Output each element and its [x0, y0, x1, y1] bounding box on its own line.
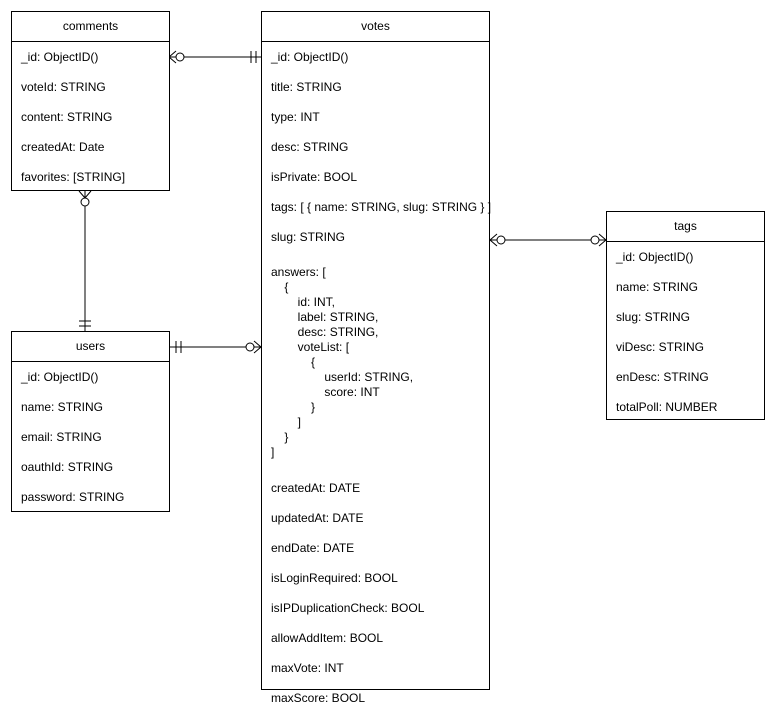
entity-comments-title: comments	[12, 12, 169, 42]
relationship-users-votes	[170, 340, 262, 354]
field-row-answers: answers: [ { id: INT, label: STRING, des…	[271, 265, 414, 459]
entity-users-fields: _id: ObjectID() name: STRING email: STRI…	[12, 362, 169, 512]
relationship-comments-users	[78, 190, 92, 331]
field-row: name: STRING	[21, 400, 104, 414]
entity-comments-fields: _id: ObjectID() voteId: STRING content: …	[12, 42, 169, 192]
field-row: enDesc: STRING	[616, 370, 709, 384]
field-row: content: STRING	[21, 110, 113, 124]
relationship-votes-tags	[489, 233, 607, 247]
field-row: title: STRING	[271, 80, 342, 94]
field-row: createdAt: DATE	[271, 481, 361, 495]
field-row: desc: STRING	[271, 140, 349, 154]
field-row: _id: ObjectID()	[616, 250, 694, 264]
field-row: voteId: STRING	[21, 80, 106, 94]
entity-tags-title: tags	[607, 212, 764, 242]
entity-votes[interactable]: votes _id: ObjectID() title: STRING type…	[261, 11, 491, 702]
field-row: totalPoll: NUMBER	[616, 400, 718, 414]
field-row: _id: ObjectID()	[271, 50, 349, 64]
entity-tags-fields: _id: ObjectID() name: STRING slug: STRIN…	[607, 242, 764, 422]
field-row: type: INT	[271, 110, 320, 124]
entity-users-title: users	[12, 332, 169, 362]
field-row: isLoginRequired: BOOL	[271, 571, 398, 585]
field-row: oauthId: STRING	[21, 460, 114, 474]
field-row: slug: STRING	[616, 310, 691, 324]
relationship-comments-votes	[168, 50, 261, 64]
field-row: favorites: [STRING]	[21, 170, 126, 184]
field-row: _id: ObjectID()	[21, 50, 99, 64]
field-row: maxScore: BOOL	[271, 691, 366, 702]
field-row: allowAddItem: BOOL	[271, 631, 384, 645]
entity-votes-fields: _id: ObjectID() title: STRING type: INT …	[262, 42, 492, 702]
field-row: createdAt: Date	[21, 140, 105, 154]
entity-users[interactable]: users _id: ObjectID() name: STRING email…	[11, 331, 170, 512]
entity-tags[interactable]: tags _id: ObjectID() name: STRING slug: …	[606, 211, 765, 420]
field-row: name: STRING	[616, 280, 699, 294]
entity-comments[interactable]: comments _id: ObjectID() voteId: STRING …	[11, 11, 170, 191]
field-row: viDesc: STRING	[616, 340, 705, 354]
entity-votes-title: votes	[262, 12, 489, 42]
field-row: slug: STRING	[271, 230, 346, 244]
field-row: isIPDuplicationCheck: BOOL	[271, 601, 425, 615]
field-row: isPrivate: BOOL	[271, 170, 358, 184]
field-row: tags: [ { name: STRING, slug: STRING } ]	[271, 200, 492, 214]
field-row: password: STRING	[21, 490, 125, 504]
field-row: _id: ObjectID()	[21, 370, 99, 384]
field-row: maxVote: INT	[271, 661, 344, 675]
field-row: updatedAt: DATE	[271, 511, 364, 525]
field-row: endDate: DATE	[271, 541, 355, 555]
field-row: email: STRING	[21, 430, 102, 444]
